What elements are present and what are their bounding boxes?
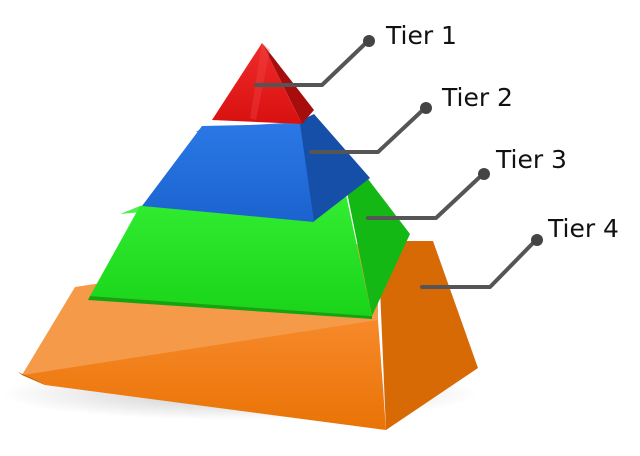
tier-2-callout: Tier 2	[311, 83, 513, 152]
tier-2-front-face	[142, 124, 314, 222]
tier-4-callout: Tier 4	[422, 214, 619, 287]
tier-3-label: Tier 3	[495, 145, 567, 174]
tier-3-leader-dot	[478, 168, 490, 180]
tier-4-label: Tier 4	[547, 214, 619, 243]
tier-2-leader-dot	[420, 102, 432, 114]
tier-2-label: Tier 2	[441, 83, 513, 112]
tier-1-leader-dot	[363, 35, 375, 47]
tier-4-leader-dot	[531, 234, 543, 246]
tier-3-callout: Tier 3	[368, 145, 567, 218]
tier-1-label: Tier 1	[385, 21, 457, 50]
